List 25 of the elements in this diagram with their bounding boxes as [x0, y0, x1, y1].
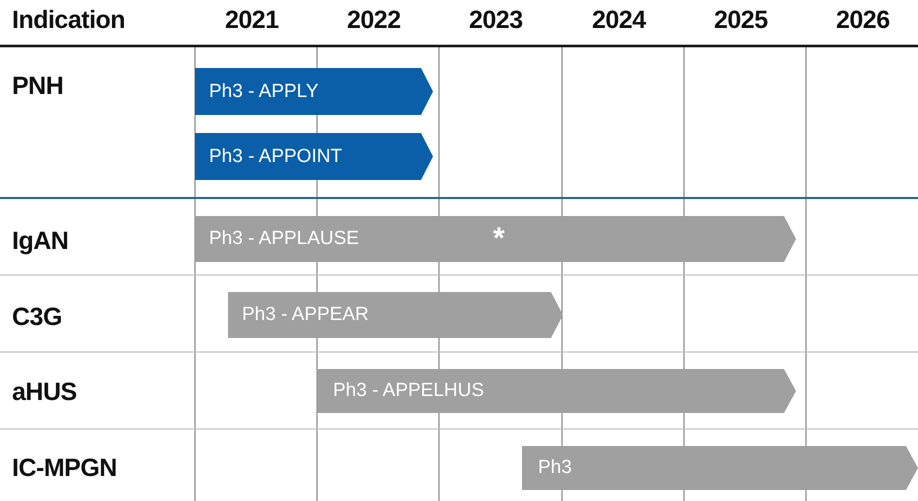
bar-label: Ph3 [538, 457, 572, 479]
year-label: 2025 [714, 6, 768, 35]
year-label: 2026 [836, 6, 890, 35]
bar-label: Ph3 - APPEAR [242, 304, 369, 326]
timeline-bar [522, 446, 918, 490]
year-label: 2023 [469, 6, 523, 35]
row-label: aHUS [12, 378, 77, 407]
row-label: IC-MPGN [12, 454, 117, 483]
row-label: PNH [12, 72, 64, 101]
year-label: 2021 [225, 6, 279, 35]
timeline-bar [317, 369, 796, 413]
bar-label: Ph3 - APPELHUS [333, 380, 484, 402]
timeline-bar [228, 292, 563, 338]
bar-label: Ph3 - APPLY [209, 80, 318, 102]
year-label: 2022 [347, 6, 401, 35]
asterisk-mark: * [493, 222, 505, 256]
bar-label: Ph3 - APPOINT [209, 146, 342, 168]
row-label: IgAN [12, 227, 68, 256]
row-label: C3G [12, 303, 62, 332]
timeline-bar [195, 68, 433, 115]
bar-label: Ph3 - APPLAUSE [209, 228, 359, 250]
header-label: Indication [12, 6, 126, 35]
timeline-bar [195, 133, 433, 180]
year-label: 2024 [592, 6, 646, 35]
timeline-bar [195, 216, 796, 262]
